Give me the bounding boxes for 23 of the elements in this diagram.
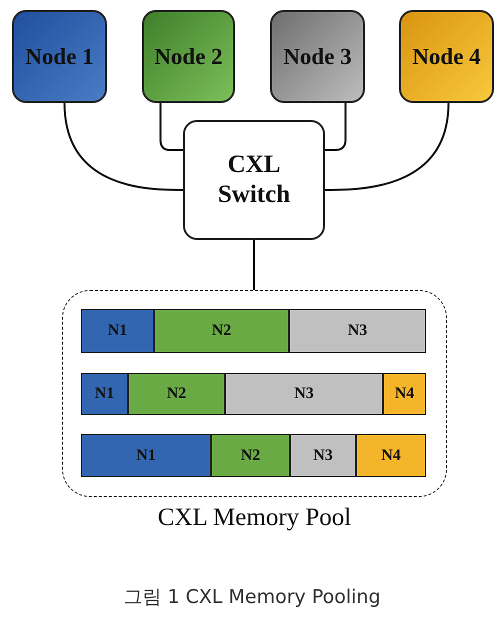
connector-line	[64, 102, 183, 191]
connector-line	[325, 102, 450, 191]
memory-segment: N2	[211, 434, 290, 477]
memory-segment: N3	[290, 434, 356, 477]
connector-line	[253, 240, 255, 290]
memory-segment: N3	[289, 309, 426, 353]
node-box: Node 4	[399, 10, 494, 103]
figure-caption: 그림 1 CXL Memory Pooling	[122, 585, 382, 610]
switch-box: CXL Switch	[183, 120, 325, 240]
connector-line	[160, 103, 183, 151]
memory-segment: N4	[356, 434, 426, 477]
memory-segment: N2	[128, 373, 225, 415]
node-box: Node 3	[270, 10, 365, 103]
memory-segment: N3	[225, 373, 383, 415]
memory-segment: N2	[154, 309, 289, 353]
memory-segment: N1	[81, 434, 211, 477]
memory-segment: N1	[81, 373, 128, 415]
memory-segment: N1	[81, 309, 154, 353]
node-box: Node 1	[12, 10, 107, 103]
pool-label: CXL Memory Pool	[156, 504, 352, 532]
connector-line	[325, 103, 346, 151]
memory-segment: N4	[383, 373, 426, 415]
node-box: Node 2	[142, 10, 235, 103]
